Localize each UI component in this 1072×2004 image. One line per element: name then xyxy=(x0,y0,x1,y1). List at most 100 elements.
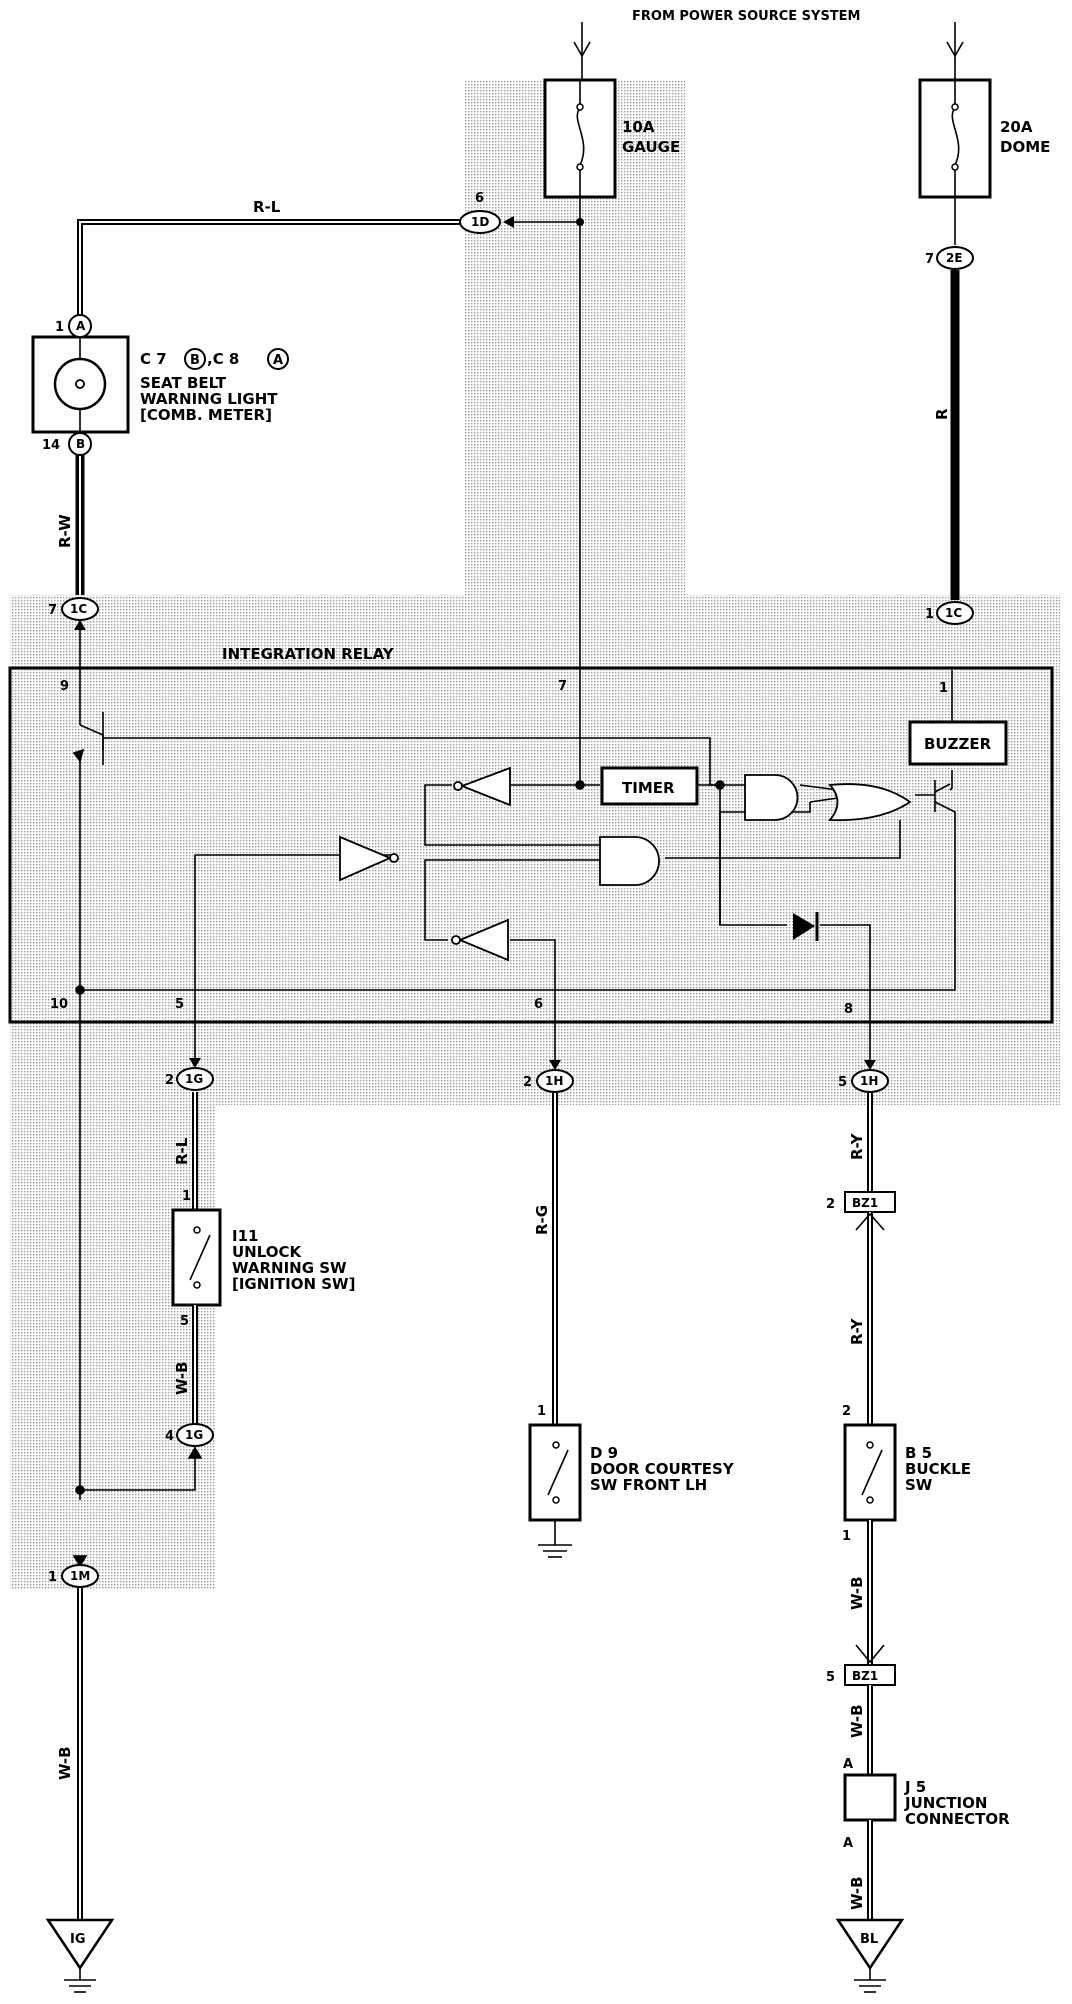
connector-BZ1-bottom: BZ1 xyxy=(844,1664,896,1686)
buckle-switch xyxy=(843,1423,897,1522)
meter-code-a: A xyxy=(273,353,283,368)
meter-line3: [COMB. METER] xyxy=(140,406,272,424)
unlock-line1: UNLOCK xyxy=(232,1243,303,1261)
fuse-dome-name: DOME xyxy=(1000,138,1050,156)
svg-text:1C: 1C xyxy=(70,602,87,616)
and-gate xyxy=(744,774,799,821)
relay-title: INTEGRATION RELAY xyxy=(222,645,395,663)
connector-B-pin: 14 xyxy=(42,438,60,453)
junction-pin-bottom: A xyxy=(843,1836,853,1851)
wire-label-w-b-buckle: W-B xyxy=(848,1576,866,1610)
connector-A: A xyxy=(68,314,92,338)
fuse-gauge xyxy=(543,78,617,199)
connector-1C-right: 1C xyxy=(936,601,974,625)
unlock-pin-bottom: 5 xyxy=(180,1314,189,1329)
connector-1H-right-pin: 5 xyxy=(838,1075,847,1090)
connector-2E-pin: 7 xyxy=(925,252,934,267)
buzzer-label: BUZZER xyxy=(924,735,992,753)
integration-relay-box xyxy=(8,666,1054,1024)
connector-1H-mid: 1H xyxy=(536,1069,574,1093)
wire-label-r-g: R-G xyxy=(533,1205,551,1235)
arrow-down-icon xyxy=(946,22,964,80)
svg-text:1C: 1C xyxy=(945,606,962,620)
ground-bl xyxy=(835,1918,905,1993)
ground-bl-label: BL xyxy=(860,1932,878,1947)
svg-text:BZ1: BZ1 xyxy=(852,1669,878,1683)
fuse-dome xyxy=(918,78,992,199)
wire-label-r-l: R-L xyxy=(173,1137,191,1165)
timer-box xyxy=(600,766,699,806)
door-courtesy-switch xyxy=(528,1423,582,1558)
svg-text:BZ1: BZ1 xyxy=(852,1196,878,1210)
junction-line2: CONNECTOR xyxy=(905,1810,1010,1828)
connector-1H-mid-pin: 2 xyxy=(523,1075,532,1090)
relay-internal-wiring xyxy=(72,222,956,1500)
wire-w-b-buckle xyxy=(855,1520,885,1665)
unlock-warning-switch xyxy=(171,1208,222,1307)
svg-text:1G: 1G xyxy=(185,1428,203,1442)
connector-1D: 1D xyxy=(459,210,501,234)
ground-ig-label: IG xyxy=(70,1932,86,1947)
connector-A-pin: 1 xyxy=(55,320,64,335)
svg-text:1H: 1H xyxy=(545,1074,563,1088)
wire-r-y-2 xyxy=(855,1212,885,1425)
door-line2: SW FRONT LH xyxy=(590,1476,707,1494)
connector-1H-right: 1H xyxy=(851,1069,889,1093)
unlock-line3: [IGNITION SW] xyxy=(232,1275,355,1293)
unlock-code: I11 xyxy=(232,1227,258,1245)
and-gate xyxy=(599,836,660,886)
meter-code-b-circle xyxy=(184,348,206,370)
wire-label-r: R xyxy=(933,408,951,420)
unlock-line2: WARNING SW xyxy=(232,1259,347,1277)
buckle-pin-top: 2 xyxy=(842,1404,851,1419)
or-gate xyxy=(828,783,912,822)
ground-ig xyxy=(45,1918,115,1993)
relay-pin-5: 5 xyxy=(175,997,184,1012)
connector-1D-pin: 6 xyxy=(475,191,484,206)
meter-line2: WARNING LIGHT xyxy=(140,390,278,408)
relay-pin-7: 7 xyxy=(558,679,567,694)
connector-1G-bottom-pin: 4 xyxy=(165,1429,174,1444)
connector-1G-top-pin: 2 xyxy=(165,1073,174,1088)
junction-connector xyxy=(843,1773,897,1822)
connector-1G-bottom: 1G xyxy=(176,1423,214,1447)
arrow-icon xyxy=(74,620,876,1070)
buzzer-box xyxy=(908,720,1008,766)
jumper-1G-to-main xyxy=(72,1446,203,1568)
connector-1C-right-pin: 1 xyxy=(925,607,934,622)
fuse-dome-amp: 20A xyxy=(1000,118,1033,136)
wire-label-w-b-left: W-B xyxy=(56,1746,74,1780)
connector-1M: 1M xyxy=(61,1564,99,1588)
buckle-line1: BUCKLE xyxy=(905,1460,971,1478)
door-code: D 9 xyxy=(590,1444,618,1462)
connector-1C-left: 1C xyxy=(61,597,99,621)
door-pin-top: 1 xyxy=(537,1404,546,1419)
buckle-code: B 5 xyxy=(905,1444,932,1462)
arrow-down-icon xyxy=(573,22,591,80)
connector-BZ1-bottom-pin: 5 xyxy=(826,1670,835,1685)
fuse-gauge-amp: 10A xyxy=(622,118,655,136)
power-source-label: FROM POWER SOURCE SYSTEM xyxy=(632,9,861,24)
relay-pin-9: 9 xyxy=(60,679,69,694)
connector-BZ1-top-pin: 2 xyxy=(826,1197,835,1212)
relay-pin-8: 8 xyxy=(844,1002,853,1017)
relay-pin-1: 1 xyxy=(939,681,948,696)
not-gate xyxy=(339,835,399,882)
svg-text:1D: 1D xyxy=(471,215,489,229)
not-gate xyxy=(451,918,509,962)
connector-1C-left-pin: 7 xyxy=(48,603,57,618)
wire-label-r-y-2: R-Y xyxy=(848,1317,866,1345)
door-line1: DOOR COURTESY xyxy=(590,1460,735,1478)
timer-label: TIMER xyxy=(622,779,675,797)
meter-code: C 7 xyxy=(140,350,167,368)
meter-code-a-circle xyxy=(267,348,289,370)
shaded-region xyxy=(10,80,1060,1590)
connector-2E: 2E xyxy=(936,246,974,270)
fuse-gauge-name: GAUGE xyxy=(622,138,680,156)
relay-pin-6: 6 xyxy=(534,997,543,1012)
meter-code-b: B xyxy=(190,353,200,368)
seat-belt-warning-light xyxy=(31,335,130,434)
svg-text:B: B xyxy=(76,437,85,451)
diode-icon xyxy=(793,912,819,941)
